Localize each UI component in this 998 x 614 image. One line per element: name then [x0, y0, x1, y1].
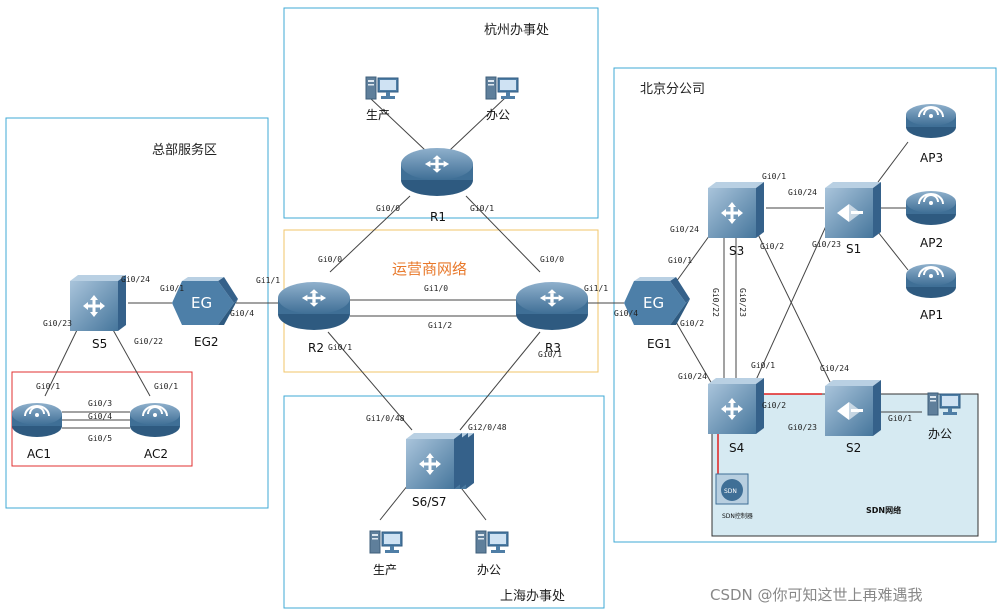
port-label: Gi0/23 [43, 319, 72, 328]
server-icon [369, 530, 403, 554]
s3-label: S3 [729, 244, 744, 258]
port-label: Gi1/2 [428, 321, 452, 330]
port-label: Gi1/0 [424, 284, 448, 293]
zone-isp-title: 运营商网络 [392, 260, 467, 278]
port-label: Gi0/4 [230, 309, 254, 318]
s4-label: S4 [729, 441, 744, 455]
ac2-label: AC2 [144, 447, 168, 461]
ap2-label: AP2 [920, 236, 943, 250]
ac1-wireless-controller-icon [11, 402, 63, 438]
port-label: Gi0/5 [88, 434, 112, 443]
ap1-label: AP1 [920, 308, 943, 322]
links [44, 97, 922, 521]
port-label: Gi0/1 [668, 256, 692, 265]
s2-label: S2 [846, 441, 861, 455]
router-r2-icon [278, 282, 350, 330]
server-icon [475, 530, 509, 554]
port-label: Gi1/1 [256, 276, 280, 285]
port-label: Gi0/1 [751, 361, 775, 370]
sdn-controller-badge: SDN [724, 488, 737, 495]
switch-s1-icon [825, 182, 881, 238]
port-label: Gi0/0 [318, 255, 342, 264]
host-bj-office-label: 办公 [928, 426, 952, 441]
zone-hq-box [5, 117, 269, 509]
port-label: Gi0/1 [762, 172, 786, 181]
port-label: Gi0/22 [134, 337, 163, 346]
ap2-access-point-icon [905, 190, 957, 226]
port-label: Gi0/24 [121, 275, 150, 284]
host-hz-office-label: 办公 [486, 107, 510, 122]
port-label: Gi0/0 [540, 255, 564, 264]
port-label: Gi0/1 [154, 382, 178, 391]
zone-hangzhou-box [283, 7, 599, 219]
eg1-label: EG1 [647, 337, 672, 351]
eg2-label: EG2 [194, 335, 219, 349]
port-label: Gi0/2 [760, 242, 784, 251]
ap3-label: AP3 [920, 151, 943, 165]
eg2-icon-text: EG [191, 294, 212, 312]
port-label: Gi0/0 [376, 204, 400, 213]
port-label: Gi0/24 [820, 364, 849, 373]
sdn-controller-label: SDN控制器 [722, 512, 753, 520]
port-label: Gi0/1 [538, 350, 562, 359]
port-label: Gi0/23 [812, 240, 841, 249]
server-icon [365, 76, 399, 100]
sdn-controller-icon: SDN [715, 473, 749, 505]
port-label: Gi1/0/48 [366, 414, 405, 423]
port-label: Gi0/23 [738, 288, 747, 317]
zone-hq-title: 总部服务区 [152, 142, 217, 158]
port-label: Gi0/1 [888, 414, 912, 423]
ac2-wireless-controller-icon [129, 402, 181, 438]
switch-s4-icon [708, 378, 764, 434]
switch-s67-icon [406, 433, 462, 489]
port-label: Gi0/3 [88, 399, 112, 408]
eg1-icon-text: EG [643, 294, 664, 312]
port-label: Gi0/24 [670, 225, 699, 234]
port-label: Gi0/24 [678, 372, 707, 381]
router-r1-icon [401, 148, 473, 196]
r2-label: R2 [308, 341, 324, 355]
port-label: Gi0/2 [762, 401, 786, 410]
port-label: Gi0/23 [788, 423, 817, 432]
ac1-label: AC1 [27, 447, 51, 461]
port-label: Gi0/1 [328, 343, 352, 352]
host-sh-office-label: 办公 [477, 562, 501, 577]
zone-beijing-title: 北京分公司 [640, 82, 705, 97]
server-icon [485, 76, 519, 100]
ap1-access-point-icon [905, 263, 957, 299]
router-r3-icon [516, 282, 588, 330]
host-sh-prod-label: 生产 [373, 563, 397, 577]
port-label: Gi0/2 [680, 319, 704, 328]
switch-s2-icon [825, 380, 881, 436]
watermark: CSDN @你可知这世上再难遇我 [710, 586, 923, 604]
port-label: Gi0/4 [614, 309, 638, 318]
port-label: Gi0/24 [788, 188, 817, 197]
s5-label: S5 [92, 337, 107, 351]
zone-hangzhou-title: 杭州办事处 [484, 23, 549, 38]
zone-shanghai-box [283, 395, 605, 609]
r3-label: R3 [545, 341, 561, 355]
port-label: Gi1/1 [584, 284, 608, 293]
port-label: Gi0/1 [36, 382, 60, 391]
switch-s3-icon [708, 182, 764, 238]
port-label: Gi2/0/48 [468, 423, 507, 432]
port-label: Gi0/1 [470, 204, 494, 213]
ap3-access-point-icon [905, 103, 957, 139]
port-label: Gi0/22 [711, 288, 720, 317]
port-label: Gi0/1 [160, 284, 184, 293]
s1-label: S1 [846, 242, 861, 256]
s67-label: S6/S7 [412, 495, 447, 509]
zone-sdn-title: SDN网络 [866, 505, 901, 515]
zone-beijing-box [613, 67, 997, 543]
port-label: Gi0/4 [88, 412, 112, 421]
r1-label: R1 [430, 210, 446, 224]
switch-s5-icon [70, 275, 126, 331]
host-hz-prod-label: 生产 [366, 108, 390, 122]
zone-shanghai-title: 上海办事处 [500, 589, 565, 604]
